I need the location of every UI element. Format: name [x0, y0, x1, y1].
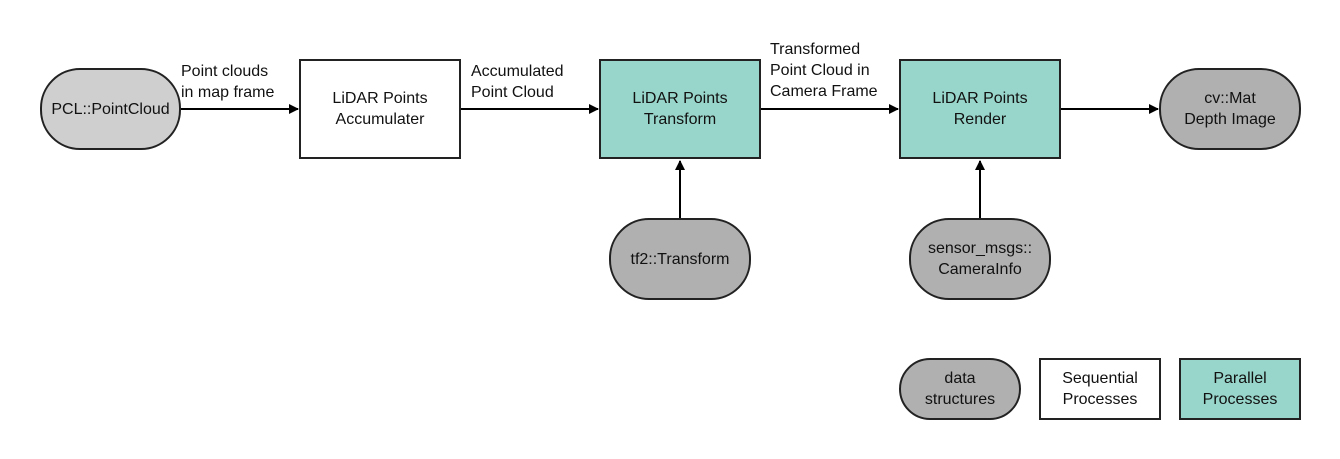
node-lidar-points-render: LiDAR Points Render: [899, 59, 1061, 159]
legend-parallel-processes: Parallel Processes: [1179, 358, 1301, 420]
edge-label-point-clouds: Point clouds in map frame: [181, 63, 275, 101]
legend-sequential-processes: Sequential Processes: [1039, 358, 1161, 420]
node-sensor-msgs-camerainfo: sensor_msgs:: CameraInfo: [909, 218, 1051, 300]
node-pcl-pointcloud: PCL::PointCloud: [40, 68, 181, 150]
node-cv-mat-depth-image: cv::Mat Depth Image: [1159, 68, 1301, 150]
edge-label-transformed: Transformed Point Cloud in Camera Frame: [770, 41, 878, 100]
edge-label-accumulated: Accumulated Point Cloud: [471, 63, 564, 101]
node-lidar-points-transform: LiDAR Points Transform: [599, 59, 761, 159]
legend-data-structures: data structures: [899, 358, 1021, 420]
node-lidar-points-accumulater: LiDAR Points Accumulater: [299, 59, 461, 159]
node-tf2-transform: tf2::Transform: [609, 218, 751, 300]
